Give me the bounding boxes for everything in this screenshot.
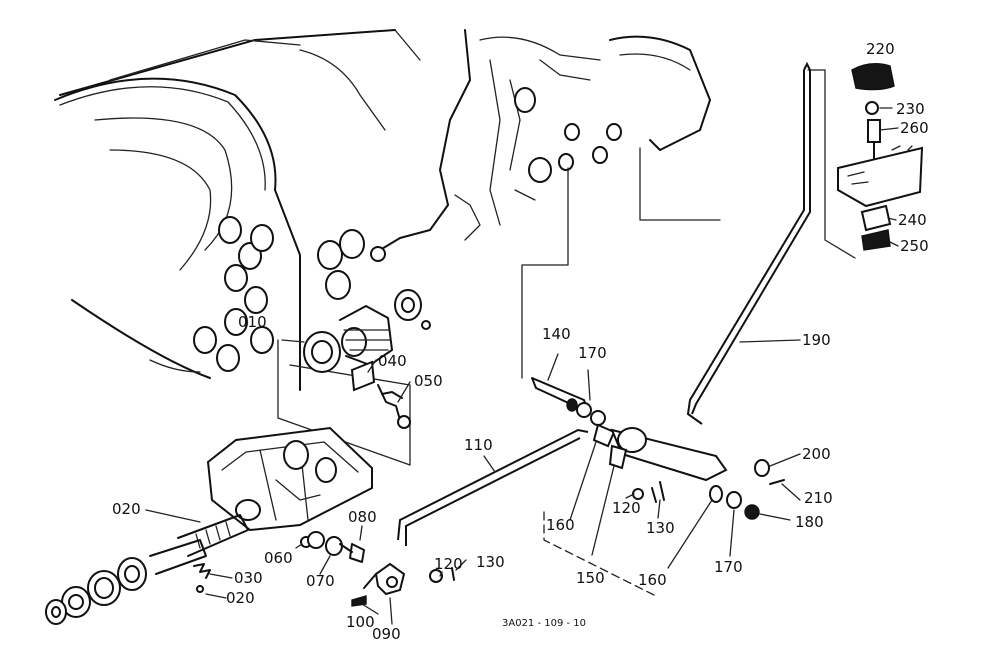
label-140: 140 (542, 325, 571, 343)
label-130-right: 130 (646, 519, 675, 537)
label-160-right: 160 (638, 571, 667, 589)
label-200: 200 (802, 445, 831, 463)
label-220: 220 (866, 40, 895, 58)
lower-case (206, 426, 373, 532)
pedal-parts (837, 63, 924, 251)
label-160-left: 160 (546, 516, 575, 534)
label-090: 090 (372, 625, 401, 643)
output-shaft-assembly (45, 514, 249, 625)
part-labels: 010 040 050 020 030 020 060 070 080 100 … (112, 40, 929, 643)
label-020-lower: 020 (226, 589, 255, 607)
label-070: 070 (306, 572, 335, 590)
case-hardware (300, 531, 406, 607)
label-120-right: 120 (612, 499, 641, 517)
drawing-code: 3A021 - 109 - 10 (502, 618, 586, 629)
housing-bolt-bosses (193, 216, 274, 372)
label-190: 190 (802, 331, 831, 349)
label-110: 110 (464, 436, 493, 454)
label-020-upper: 020 (112, 500, 141, 518)
label-170-upper: 170 (578, 344, 607, 362)
label-260: 260 (900, 119, 929, 137)
label-240: 240 (898, 211, 927, 229)
label-010: 010 (238, 313, 267, 331)
label-100: 100 (346, 613, 375, 631)
label-170-lower: 170 (714, 558, 743, 576)
frame-lines (277, 69, 856, 466)
label-120-lower: 120 (434, 555, 463, 573)
label-130-lower: 130 (476, 553, 505, 571)
label-060: 060 (264, 549, 293, 567)
label-080: 080 (348, 508, 377, 526)
label-040: 040 (378, 352, 407, 370)
rod-190 (686, 61, 811, 425)
gear-assembly (303, 289, 431, 429)
label-180: 180 (795, 513, 824, 531)
rod-110 (397, 428, 589, 546)
engine-block (317, 29, 711, 300)
label-050: 050 (414, 372, 443, 390)
label-030: 030 (234, 569, 263, 587)
label-250: 250 (900, 237, 929, 255)
label-230: 230 (896, 100, 925, 118)
lever-assembly (429, 377, 785, 597)
leader-lines (145, 107, 899, 625)
label-150: 150 (576, 569, 605, 587)
transmission-housing (54, 29, 421, 391)
label-210: 210 (804, 489, 833, 507)
